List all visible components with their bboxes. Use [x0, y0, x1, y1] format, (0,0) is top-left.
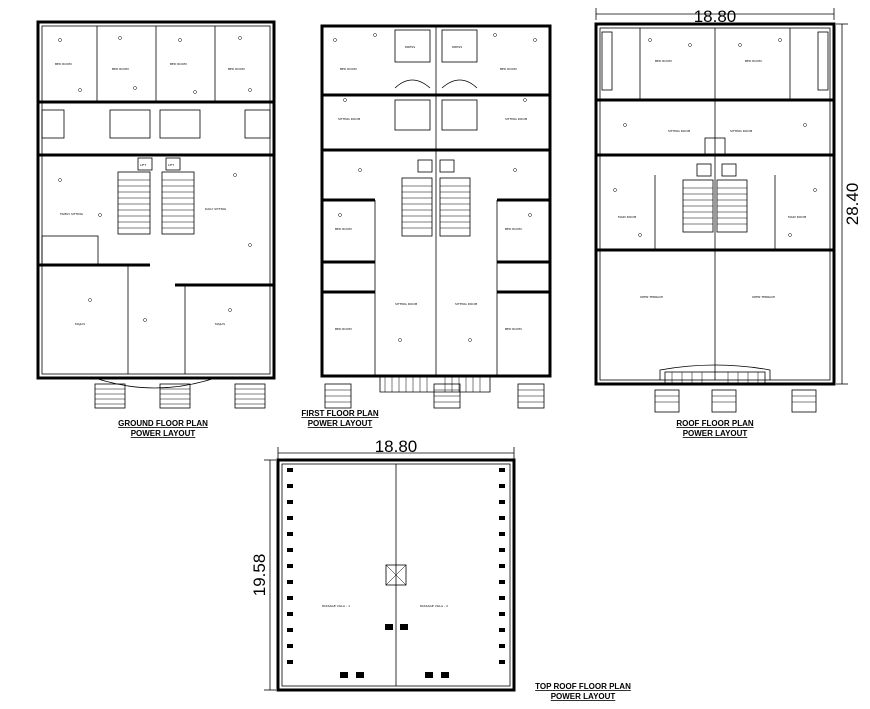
room-label: SITTING ROOM	[395, 302, 418, 306]
roof-length-dimension: 28.40	[843, 183, 862, 226]
top-roof-width-dimension: 18.80	[375, 437, 418, 456]
room-label: BED ROOM	[745, 59, 762, 63]
room-label: BED ROOM	[170, 62, 187, 66]
power-outlets	[333, 33, 537, 342]
room-label: MAJLIS	[215, 322, 225, 326]
room-label: OPEN TERRACE	[752, 295, 775, 299]
first-balcony-rail	[384, 376, 481, 392]
top-roof-outlets-right	[499, 468, 505, 664]
room-label: MAID ROOM	[618, 215, 637, 219]
first-floor-subtitle: POWER LAYOUT	[308, 419, 373, 428]
room-label: BED ROOM	[55, 62, 72, 66]
power-outlets	[613, 38, 817, 237]
villa-label: PASSAGE VILLA - 2	[420, 604, 448, 608]
room-label: FAMILY SITTING	[60, 212, 84, 216]
room-label: BED ROOM	[655, 59, 672, 63]
room-label: MAJLIS	[75, 322, 85, 326]
room-label: BED ROOM	[505, 227, 522, 231]
power-outlets	[58, 36, 252, 322]
villa-label: PASSAGE VILLA - 1	[322, 604, 350, 608]
room-label: SITTING ROOM	[505, 117, 528, 121]
ground-floor-title: GROUND FLOOR PLAN	[118, 419, 208, 428]
ground-entry-steps	[94, 383, 266, 409]
room-label: MAID ROOM	[788, 215, 807, 219]
room-label: SITTING ROOM	[730, 129, 753, 133]
top-roof-subtitle: POWER LAYOUT	[551, 692, 616, 701]
top-roof-floor-plan: PASSAGE VILLA - 1 PASSAGE VILLA - 2	[264, 447, 516, 692]
room-label: BED ROOM	[505, 327, 522, 331]
ground-stair-right	[162, 179, 194, 229]
room-label: SITTING ROOM	[455, 302, 478, 306]
room-label: DRESS	[405, 45, 415, 49]
first-floor-title: FIRST FLOOR PLAN	[301, 409, 379, 418]
room-label: DRESS	[452, 45, 462, 49]
roof-floor-subtitle: POWER LAYOUT	[683, 429, 748, 438]
ground-floor-subtitle: POWER LAYOUT	[131, 429, 196, 438]
top-roof-title: TOP ROOF FLOOR PLAN	[535, 682, 631, 691]
ground-floor-plan: BED ROOM BED ROOM BED ROOM BED ROOM FAMI…	[36, 20, 276, 409]
room-label: BED ROOM	[335, 327, 352, 331]
room-label: BED ROOM	[335, 227, 352, 231]
room-label: BED ROOM	[340, 67, 357, 71]
room-label: OPEN TERRACE	[640, 295, 663, 299]
first-stair-lines	[402, 185, 470, 229]
top-roof-length-dimension: 19.58	[250, 554, 269, 597]
roof-floor-plan: BED ROOM BED ROOM SITTING ROOM SITTING R…	[594, 8, 848, 413]
first-floor-plan: BED ROOM BED ROOM DRESS DRESS SITTING RO…	[320, 24, 552, 409]
room-label: LIFT	[168, 163, 174, 167]
room-label: BED ROOM	[500, 67, 517, 71]
roof-hatch-panels	[601, 31, 829, 91]
room-label: DAILY SITTING	[205, 207, 227, 211]
roof-stair-lines	[683, 187, 747, 225]
ground-stair-left	[118, 179, 150, 229]
room-label: BED ROOM	[228, 67, 245, 71]
room-label: LIFT	[140, 163, 146, 167]
room-label: SITTING ROOM	[668, 129, 691, 133]
roof-floor-title: ROOF FLOOR PLAN	[676, 419, 754, 428]
roof-width-dimension: 18.80	[694, 7, 737, 26]
top-roof-outlets-left	[287, 468, 293, 664]
top-roof-bottom-outlets	[340, 624, 449, 678]
room-label: BED ROOM	[112, 67, 129, 71]
room-label: SITTING ROOM	[338, 117, 361, 121]
